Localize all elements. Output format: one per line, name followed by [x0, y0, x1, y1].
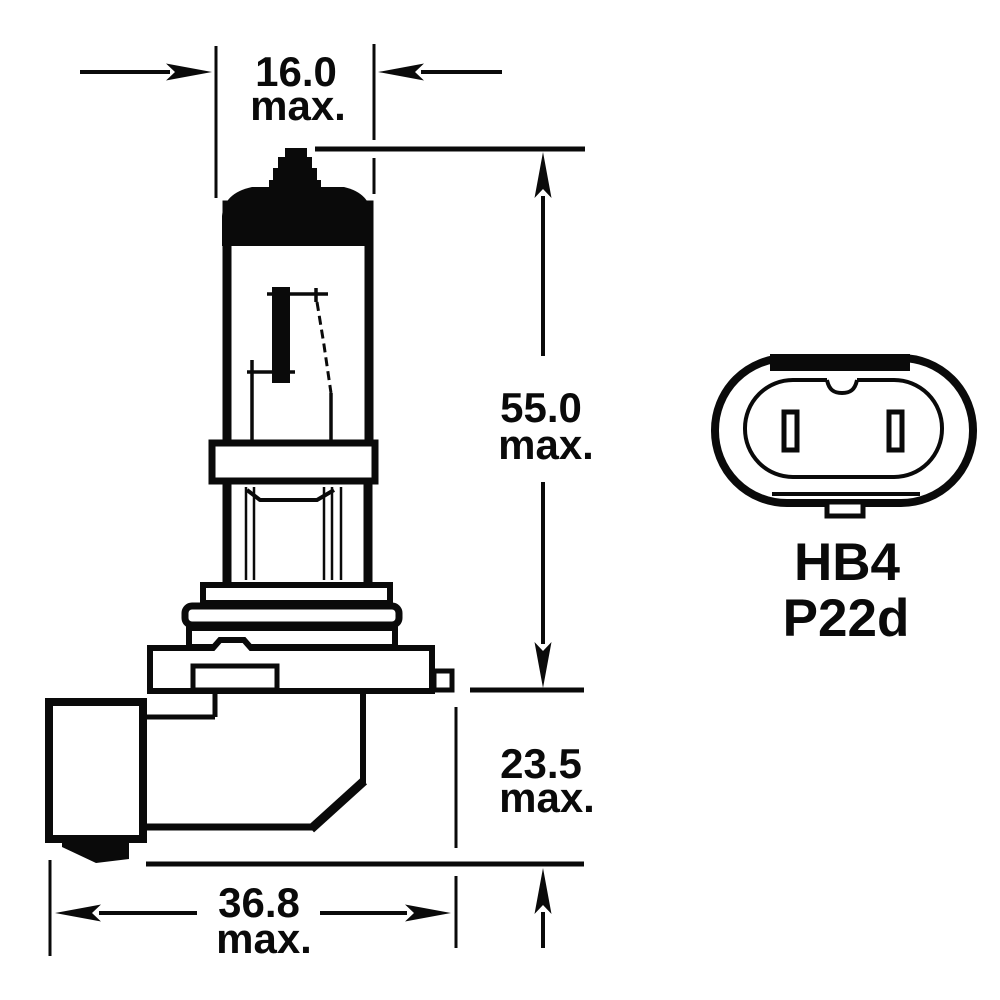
terminal-slot-right: [886, 409, 905, 453]
glass-nipple: [269, 148, 321, 188]
dim-base-depth-value: 23.5: [500, 740, 582, 787]
flange-side-tab: [431, 668, 455, 693]
base-disc-1: [200, 582, 393, 606]
dim-base-width-value: 36.8: [218, 879, 300, 926]
body-chamfer: [307, 777, 368, 833]
lead-wire-diagonal: [315, 301, 333, 394]
base-disc-2: [181, 602, 403, 629]
connector-block: [45, 698, 147, 843]
notch-mask: [827, 377, 857, 384]
dim-tip-width-qualifier: max.: [250, 82, 346, 129]
dim-bulb-length-qualifier: max.: [498, 421, 594, 468]
dimension-base-depth: [146, 861, 584, 948]
pinch-seal-curve: [245, 488, 336, 502]
connector-face-view: [711, 354, 977, 519]
connector-top-bar: [770, 354, 910, 371]
dimension-bulb-length: [315, 146, 585, 693]
black-tip-coating: [222, 187, 372, 246]
dimension-base-width: [48, 707, 458, 956]
glass-collar: [208, 439, 379, 485]
connector-key-notch: [825, 379, 859, 396]
bulb-side-view: [45, 148, 455, 863]
dim-base-width-qualifier: max.: [216, 915, 312, 962]
dim-tip-width-value: 16.0: [255, 48, 337, 95]
flange-inner-detail: [190, 663, 280, 693]
connector-bottom-tab: [824, 499, 866, 519]
dim-bulb-length-value: 55.0: [500, 384, 582, 431]
connector-cap-label: P22d: [783, 589, 910, 648]
annotations: 16.0 max. 55.0 max. 23.5 max. 36.8 max. …: [216, 48, 909, 962]
filament: [272, 287, 290, 383]
dimension-tip-width: [80, 44, 502, 198]
terminal-slot-left: [781, 409, 800, 453]
dim-base-depth-qualifier: max.: [499, 774, 595, 821]
connector-block-foot: [62, 843, 129, 863]
connector-type-label: HB4: [794, 533, 901, 592]
